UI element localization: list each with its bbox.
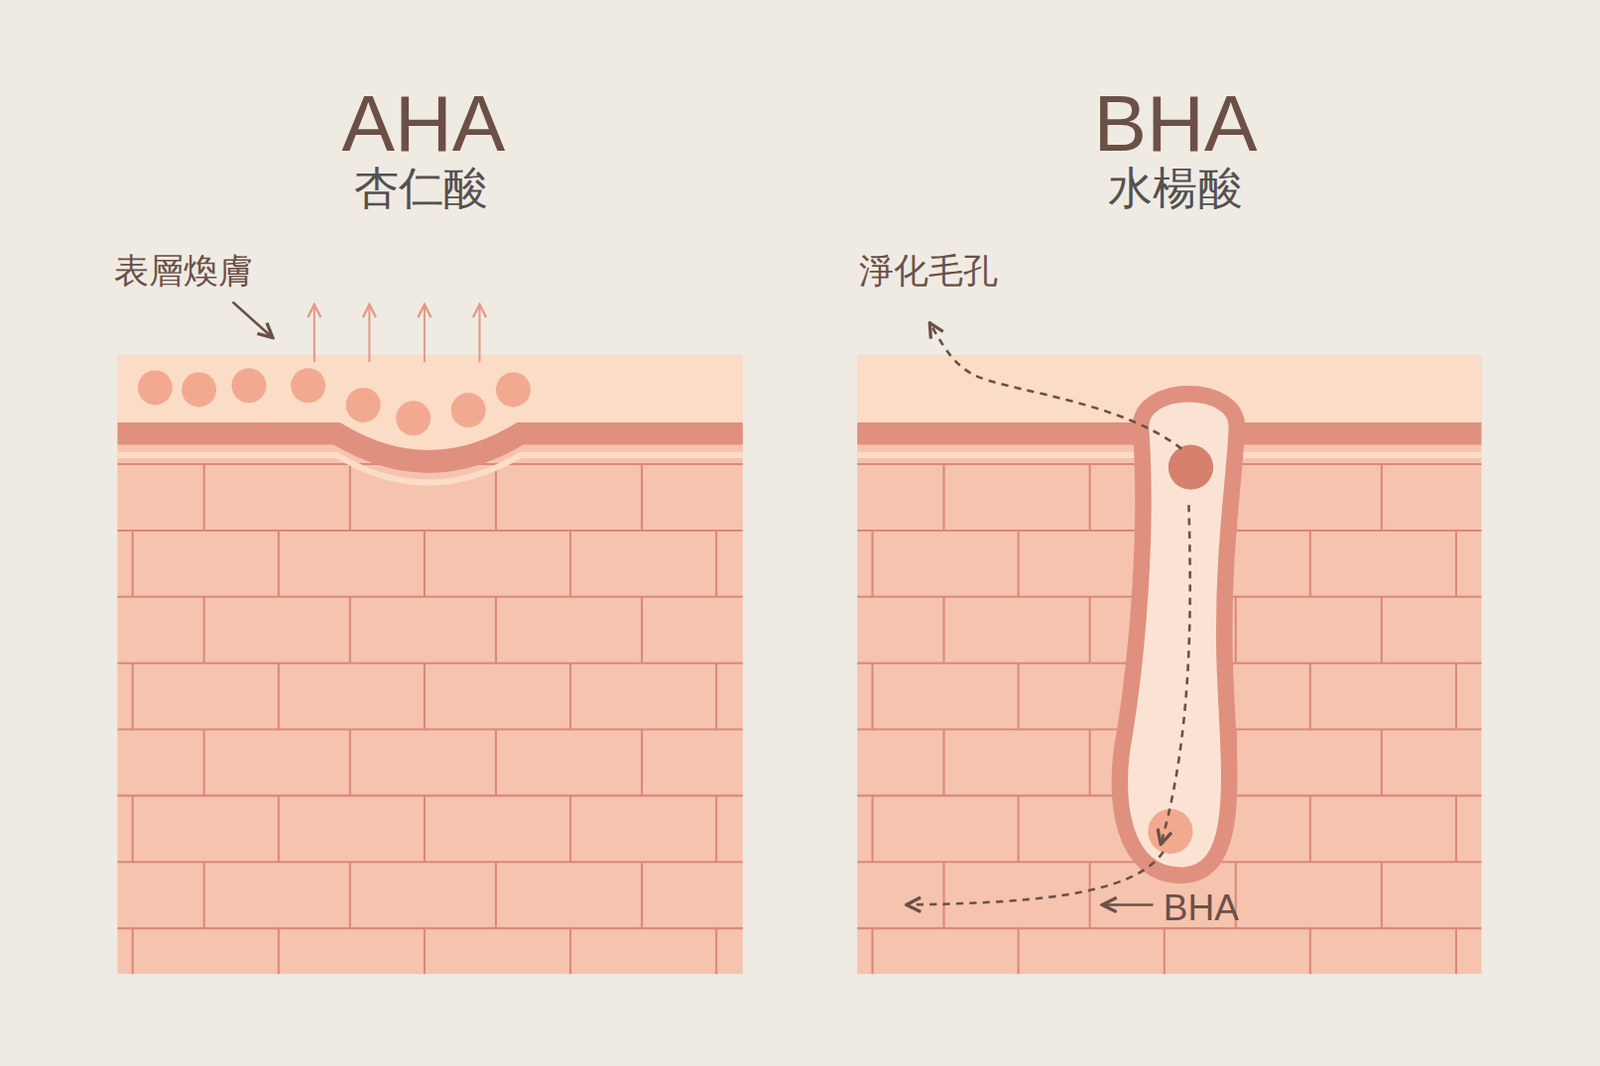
brick-line: [943, 464, 946, 531]
brick-line: [1089, 597, 1092, 664]
brick-line: [277, 663, 280, 731]
brick-line: [423, 795, 426, 862]
brick-line: [117, 596, 743, 599]
brick-line: [1309, 795, 1312, 862]
brick-line: [715, 795, 718, 862]
brick-line: [715, 663, 718, 731]
brick-line: [349, 861, 352, 929]
brick-line: [569, 663, 572, 731]
brick-line: [943, 730, 946, 797]
brick-line: [117, 529, 743, 532]
brick-line: [131, 928, 134, 975]
brick-line: [1309, 928, 1312, 975]
brick-line: [871, 530, 874, 598]
brick-line: [203, 861, 206, 929]
brick-line: [1163, 928, 1166, 975]
arrow-label: BHA: [1163, 889, 1239, 927]
label-arrow: [1104, 903, 1153, 907]
brick-line: [1380, 597, 1383, 664]
brick-line: [203, 464, 206, 531]
brick-line: [277, 928, 280, 975]
aha-skin: [117, 355, 743, 975]
bha-path: [908, 324, 1191, 905]
brick-line: [349, 464, 352, 531]
brick-line: [569, 928, 572, 975]
bha-skin: [857, 355, 1482, 975]
brick-line: [1380, 730, 1383, 797]
brick-line: [640, 464, 643, 531]
brick-line: [494, 730, 497, 797]
brick-line: [349, 597, 352, 664]
brick-line: [1380, 464, 1383, 531]
brick-line: [277, 530, 280, 598]
brick-line: [569, 795, 572, 862]
brick-line: [1017, 530, 1020, 598]
brick-line: [1089, 464, 1092, 531]
brick-line: [1089, 730, 1092, 797]
brick-line: [349, 730, 352, 797]
brick-line: [640, 597, 643, 664]
brick-line: [131, 530, 134, 598]
brick-line: [1017, 928, 1020, 975]
brick-line: [715, 928, 718, 975]
brick-line: [871, 795, 874, 862]
brick-line: [1089, 861, 1092, 929]
brick-line: [943, 597, 946, 664]
brick-line: [117, 662, 743, 665]
brick-line: [494, 861, 497, 929]
heading: BHA: [1094, 83, 1258, 163]
brick-line: [1455, 928, 1458, 975]
brick-line: [1455, 663, 1458, 731]
callout-label: 表層煥膚: [114, 252, 253, 288]
heading: AHA: [341, 83, 505, 163]
brick-line: [117, 728, 743, 731]
brick-line: [494, 464, 497, 531]
subheading: 杏仁酸: [354, 165, 490, 211]
brick-line: [494, 597, 497, 664]
brick-line: [1380, 861, 1383, 929]
brick-line: [1309, 663, 1312, 731]
brick-line: [277, 795, 280, 862]
brick-line: [203, 597, 206, 664]
brick-line: [117, 927, 743, 930]
brick-line: [1309, 530, 1312, 598]
callout-label: 淨化毛孔: [859, 252, 998, 288]
brick-line: [117, 861, 743, 863]
brick-line: [640, 730, 643, 797]
brick-line: [1017, 795, 1020, 862]
brick-line: [1455, 530, 1458, 598]
brick-line: [943, 861, 946, 929]
leader-arrow: [233, 301, 272, 337]
brick-line: [857, 927, 1482, 930]
brick-line: [423, 928, 426, 975]
brick-line: [1455, 795, 1458, 862]
brick-line: [715, 530, 718, 598]
brick-line: [569, 530, 572, 598]
brick-line: [117, 794, 743, 797]
brick-line: [203, 730, 206, 797]
brick-line: [1234, 597, 1237, 664]
brick-line: [640, 861, 643, 929]
subheading: 水楊酸: [1107, 165, 1243, 211]
brick-line: [1017, 663, 1020, 731]
exfoliation-arrows: [314, 306, 481, 364]
brick-line: [871, 928, 874, 975]
brick-line: [423, 663, 426, 731]
brick-line: [131, 795, 134, 862]
brick-line: [423, 530, 426, 598]
brick-line: [871, 663, 874, 731]
brick-line: [131, 663, 134, 731]
